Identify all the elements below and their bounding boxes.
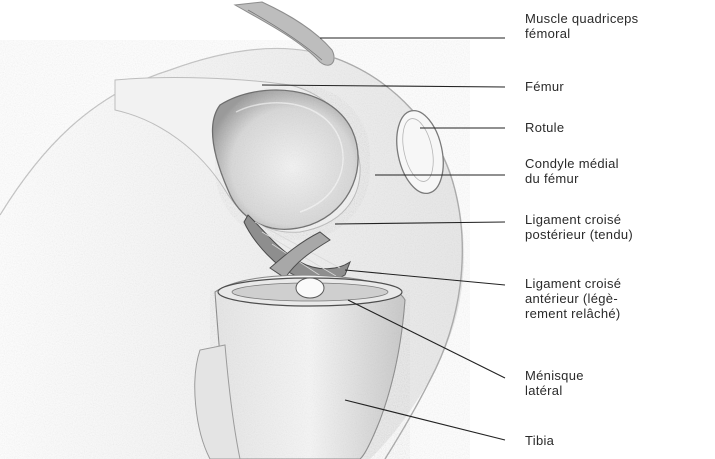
label-femur: Fémur	[525, 79, 564, 94]
label-tibia: Tibia	[525, 433, 554, 448]
label-lca: Ligament croisé antérieur (légè- rement …	[525, 276, 621, 321]
femoral-condyle	[212, 85, 370, 240]
label-lcp: Ligament croisé postérieur (tendu)	[525, 212, 633, 242]
label-quadriceps: Muscle quadriceps fémoral	[525, 11, 639, 41]
menisci	[218, 278, 402, 306]
label-rotule: Rotule	[525, 120, 564, 135]
label-condyle: Condyle médial du fémur	[525, 156, 619, 186]
label-menisque: Ménisque latéral	[525, 368, 584, 398]
